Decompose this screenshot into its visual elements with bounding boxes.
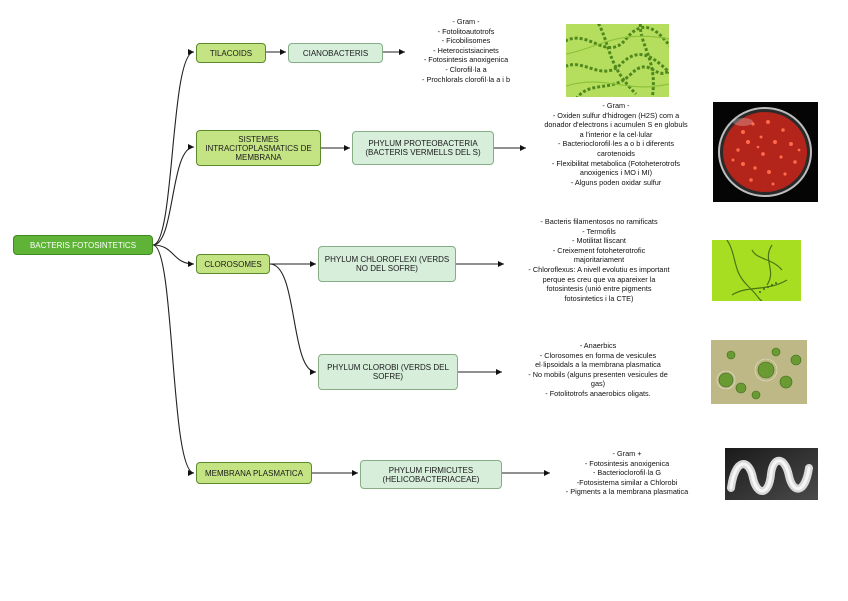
description-proteobacteria: - Gram - - Oxiden sulfur d'hidrogen (H2S… bbox=[528, 101, 704, 187]
structure-tilacoids: TILACOIDS bbox=[196, 43, 266, 63]
group-firmicutes: PHYLUM FIRMICUTES (HELICOBACTERIACEAE) bbox=[360, 460, 502, 489]
chloroflexi-image bbox=[712, 240, 801, 301]
connector-root-tilacoids bbox=[152, 49, 195, 246]
structure-membrana: MEMBRANA PLASMATICA bbox=[196, 462, 312, 484]
desc-line: - Termofils bbox=[582, 226, 616, 236]
desc-line: - Gram + bbox=[612, 449, 642, 458]
description-cianobacteris: - Gram - - Fotolitoautotrofs - Ficobilis… bbox=[405, 17, 527, 84]
desc-line: - Bacterioclorofil·les a o b i diferents bbox=[558, 139, 674, 149]
group-chloroflexi: PHYLUM CHLOROFLEXI (VERDS NO DEL SOFRE) bbox=[318, 246, 456, 282]
desc-line: majoritariament bbox=[573, 255, 625, 265]
desc-line: carotenoids bbox=[597, 148, 635, 158]
desc-line: - No mobils (alguns presenten vesicules … bbox=[528, 369, 668, 379]
root-node: BACTERIS FOTOSINTETICS bbox=[13, 235, 153, 255]
desc-line: - Anaerbics bbox=[579, 341, 617, 350]
desc-line: perque es creu que va apareixer la bbox=[542, 274, 656, 284]
desc-line: - Flexibilitat metabolica (Fotoheterotro… bbox=[551, 158, 681, 168]
structure-label: CLOROSOMES bbox=[204, 259, 262, 269]
connector-root-sistemes bbox=[152, 144, 195, 246]
desc-line: - Fotosintesis anoxigenica bbox=[584, 458, 670, 468]
desc-line: anoxigenics i MO i MI) bbox=[579, 168, 653, 178]
group-clorobi: PHYLUM CLOROBI (VERDS DEL SOFRE) bbox=[318, 354, 458, 390]
structure-clorosomes: CLOROSOMES bbox=[196, 254, 270, 274]
desc-line: - Fotosintesis anoxigenica bbox=[423, 55, 509, 65]
desc-line: - Oxiden sulfur d'hidrogen (H2S) com a bbox=[552, 110, 680, 120]
group-label: CIANOBACTERIS bbox=[302, 48, 369, 58]
desc-line: - Bacterioclorofil·la G bbox=[592, 468, 662, 478]
desc-line: - Clorosomes en forma de vesicules bbox=[539, 350, 657, 360]
root-label: BACTERIS FOTOSINTETICS bbox=[29, 240, 137, 250]
petri-dish-image bbox=[713, 102, 818, 202]
structure-label: SISTEMES INTRACITOPLASMATICS DE MEMBRANA bbox=[205, 134, 312, 162]
desc-line: el·lipsoidals a la membrana plasmatica bbox=[535, 360, 661, 370]
connector-root-clorosomes bbox=[152, 244, 195, 267]
desc-line: - Gram - bbox=[602, 101, 630, 110]
group-proteobacteria: PHYLUM PROTEOBACTERIA (BACTERIS VERMELLS… bbox=[352, 131, 494, 165]
group-label: PHYLUM PROTEOBACTERIA (BACTERIS VERMELLS… bbox=[365, 139, 481, 157]
structure-label: TILACOIDS bbox=[209, 48, 253, 58]
group-label: PHYLUM CHLOROFLEXI (VERDS NO DEL SOFRE) bbox=[324, 255, 450, 273]
desc-line: - Bacteris filamentosos no ramificats bbox=[540, 217, 658, 226]
desc-line: - Fotolitotrofs anaerobics oligats. bbox=[545, 388, 651, 398]
connector-root-membrana bbox=[152, 244, 195, 476]
desc-line: - Clorofil·la a bbox=[445, 64, 487, 74]
desc-line: - Fotolitoautotrofs bbox=[437, 26, 495, 36]
desc-line: a l'interior e la cel·lular bbox=[579, 129, 653, 139]
desc-line: - Creixement fotoheterotrofic bbox=[552, 245, 646, 255]
desc-line: - Chloroflexus: A nivell evolutiu es imp… bbox=[528, 264, 670, 274]
desc-line: - Motilitat lliscant bbox=[572, 236, 626, 246]
desc-line: fotosintesis (unió entre pigments bbox=[546, 284, 652, 294]
description-chloroflexi: - Bacteris filamentosos no ramificats - … bbox=[504, 217, 694, 303]
chlorobi-image bbox=[711, 340, 807, 404]
desc-line: - Prochlorals clorofil·la a i b bbox=[422, 74, 510, 84]
group-label: PHYLUM CLOROBI (VERDS DEL SOFRE) bbox=[327, 363, 449, 381]
desc-line: - Alguns poden oxidar sulfur bbox=[570, 177, 662, 187]
structure-label: MEMBRANA PLASMATICA bbox=[204, 468, 304, 478]
description-firmicutes: - Gram + - Fotosintesis anoxigenica - Ba… bbox=[552, 449, 702, 497]
desc-line: - Ficobilisomes bbox=[441, 36, 491, 46]
desc-line: - Gram - bbox=[452, 17, 480, 26]
connector-clorosomes-clorobi bbox=[269, 263, 317, 375]
structure-sistemes: SISTEMES INTRACITOPLASMATICS DE MEMBRANA bbox=[196, 130, 321, 166]
desc-line: donador d'electrons i acumulen S en glob… bbox=[544, 120, 688, 130]
desc-line: fotosintetics i la CTE) bbox=[564, 293, 634, 303]
group-cianobacteris: CIANOBACTERIS bbox=[288, 43, 383, 63]
cyanobacteria-image bbox=[566, 24, 669, 97]
description-clorobi: - Anaerbics - Clorosomes en forma de ves… bbox=[508, 341, 688, 399]
desc-line: - Pigments a la membrana plasmatica bbox=[565, 487, 689, 497]
helical-bacterium-image bbox=[725, 448, 818, 500]
desc-line: - Heterocistsiacinets bbox=[433, 45, 499, 55]
desc-line: gas) bbox=[590, 379, 606, 389]
group-label: PHYLUM FIRMICUTES (HELICOBACTERIACEAE) bbox=[382, 465, 480, 484]
desc-line: -Fotosistema similar a Chlorobi bbox=[576, 477, 678, 487]
